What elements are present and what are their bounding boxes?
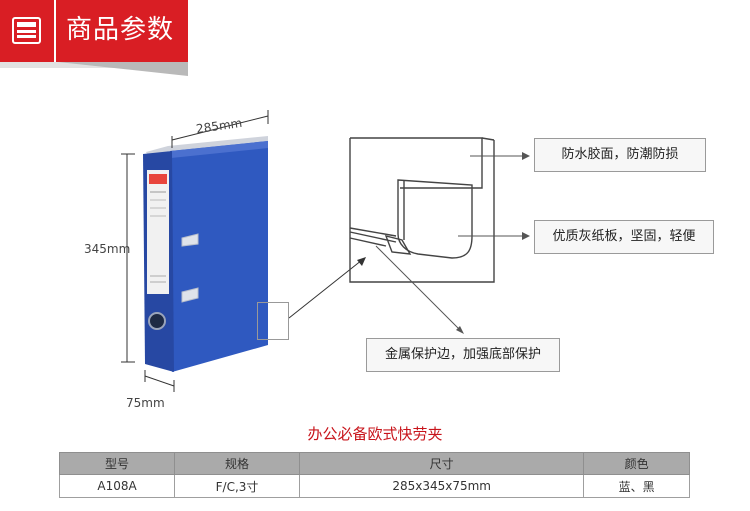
header-banner-fold <box>58 62 188 76</box>
callout-greyboard: 优质灰纸板，坚固，轻便 <box>534 220 714 254</box>
zoom-connector <box>288 259 363 319</box>
dim-line-depth <box>144 375 175 387</box>
binder-cover <box>170 141 268 372</box>
column-header-spec: 规格 <box>174 452 300 475</box>
spine-label-red <box>149 174 167 184</box>
binder-illustration <box>121 110 530 392</box>
dimension-depth-label: 75mm <box>126 396 165 410</box>
spec-table-header-row: 型号 规格 尺寸 颜色 <box>58 452 690 475</box>
binder-top-edge <box>146 136 268 156</box>
callout-metal-edge: 金属保护边，加强底部保护 <box>366 338 560 372</box>
detail-drawing <box>349 137 495 283</box>
callout-waterproof: 防水胶面，防潮防损 <box>534 138 706 172</box>
column-header-color: 颜色 <box>583 452 690 475</box>
finger-hole <box>148 312 166 330</box>
dimension-height-label: 345mm <box>84 242 131 256</box>
document-icon <box>12 17 41 44</box>
zoom-highlight-box <box>257 302 289 340</box>
cell-color: 蓝、黑 <box>583 474 690 498</box>
spine-label <box>147 170 169 294</box>
dim-line-width <box>171 115 269 141</box>
column-header-model: 型号 <box>58 452 176 475</box>
ring-clip-bottom <box>181 287 199 303</box>
page-title: 商品参数 <box>66 15 175 45</box>
header-icon-box <box>0 0 56 62</box>
cell-model: A108A <box>58 474 176 498</box>
cell-spec: F/C,3寸 <box>174 474 300 498</box>
column-header-size: 尺寸 <box>298 452 585 475</box>
spec-table-title: 办公必备欧式快劳夹 <box>307 425 443 443</box>
table-row: A108A F/C,3寸 285x345x75mm 蓝、黑 <box>58 474 690 498</box>
spec-table: 型号 规格 尺寸 颜色 A108A F/C,3寸 285x345x75mm 蓝、… <box>58 452 690 498</box>
cell-size: 285x345x75mm <box>298 474 585 498</box>
ring-clip-top <box>181 233 199 247</box>
